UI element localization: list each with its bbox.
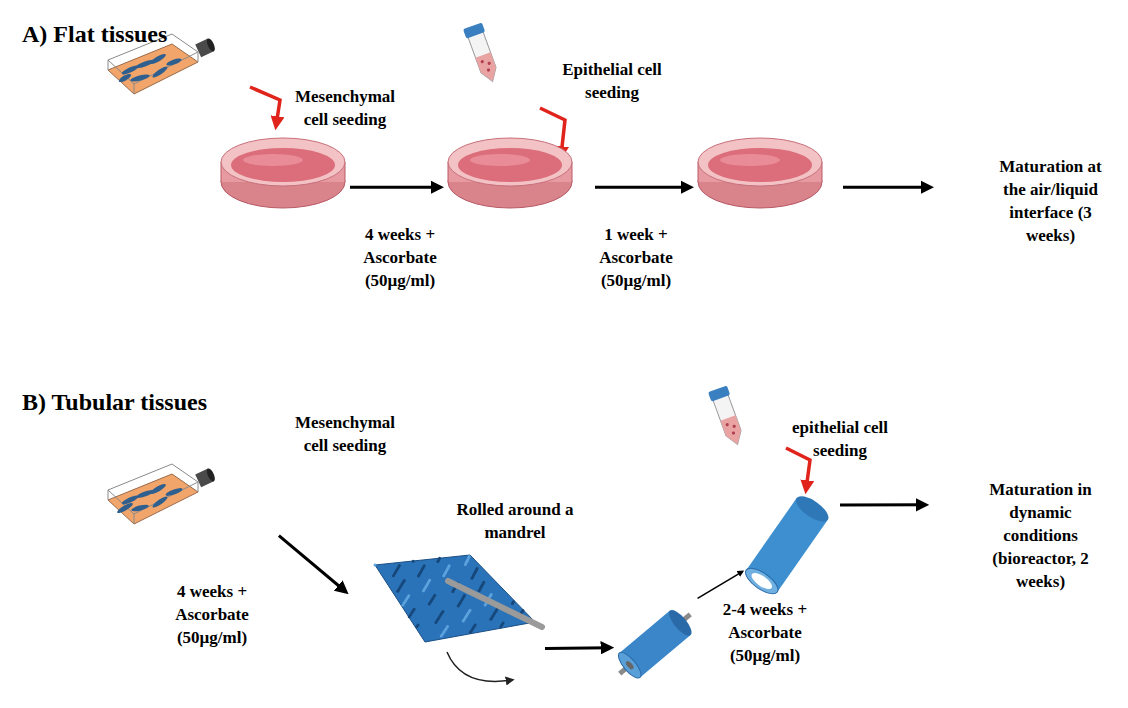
petri-dish: Mesenchymal cell seeding xyxy=(218,132,348,212)
stage-text: epithelial cell seeding xyxy=(775,416,905,462)
cell-sheet: Rolled around a mandrel xyxy=(370,545,545,655)
process-arrow xyxy=(698,572,743,599)
petri-dish xyxy=(695,132,825,212)
stage-box: Maturation in dynamic conditions (biorea… xyxy=(978,476,1103,596)
petri-dish: Epithelial cell seeding xyxy=(445,132,575,212)
panel-title: A) Flat tissues xyxy=(22,20,167,48)
step-condition: 4 weeks + Ascorbate (50µg/ml) xyxy=(162,580,262,649)
petri-dish-outline xyxy=(445,132,575,212)
rolled-sheet-outline xyxy=(615,600,695,685)
tissue-tube: epithelial cell seeding xyxy=(745,495,830,595)
centrifuge-tube xyxy=(463,22,502,84)
rolled-sheet xyxy=(615,600,695,685)
stage-text: Mesenchymal cell seeding xyxy=(285,85,405,131)
seeding-arrow xyxy=(250,87,280,126)
centrifuge-tube xyxy=(708,385,747,447)
panel-title: B) Tubular tissues xyxy=(22,388,207,416)
process-arrow xyxy=(350,186,440,189)
petri-dish-outline xyxy=(218,132,348,212)
step-condition: 1 week + Ascorbate (50µg/ml) xyxy=(586,223,686,292)
stage-text: Maturation at the air/liquid interface (… xyxy=(988,155,1113,247)
step-condition: 2-4 weeks + Ascorbate (50µg/ml) xyxy=(712,598,818,667)
cell-sheet-outline xyxy=(370,545,545,655)
rolling-arrow xyxy=(447,652,512,681)
stage-text: Epithelial cell seeding xyxy=(547,58,677,104)
step-condition: 4 weeks + Ascorbate (50µg/ml) xyxy=(350,223,450,292)
process-arrow xyxy=(279,536,346,592)
seeding-arrow xyxy=(786,448,810,490)
process-arrow xyxy=(595,186,690,189)
culture-flask: Mesenchymal cell seeding xyxy=(100,462,210,537)
stage-text: Mesenchymal cell seeding xyxy=(285,411,405,457)
petri-dish-outline xyxy=(695,132,825,212)
stage-box: Maturation at the air/liquid interface (… xyxy=(988,152,1113,247)
stage-text: Rolled around a mandrel xyxy=(455,498,575,544)
process-arrow xyxy=(545,646,610,650)
process-arrow xyxy=(843,186,930,189)
culture-flask-outline xyxy=(100,462,210,537)
stage-text: Maturation in dynamic conditions (biorea… xyxy=(978,478,1103,593)
process-arrow xyxy=(840,503,925,506)
tissue-tube-outline xyxy=(745,495,830,595)
